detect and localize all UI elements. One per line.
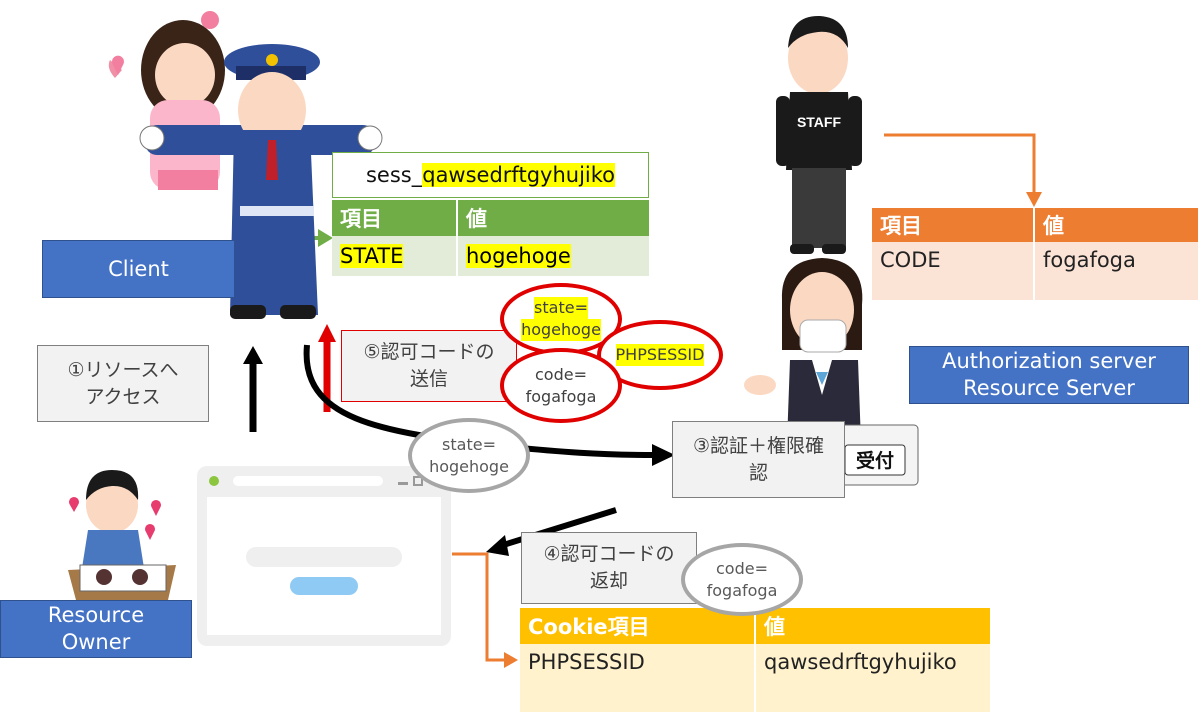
cookie-header-value: 値 <box>764 615 785 639</box>
auth-code-table: 項目 値 CODE fogafoga <box>872 208 1198 300</box>
staff-to-auth-table-arrow <box>884 133 1036 192</box>
resource-owner-illustration <box>68 470 176 600</box>
session-header-value: 値 <box>466 207 487 231</box>
client-label: Client <box>42 240 235 298</box>
auth-header-value: 値 <box>1043 214 1064 238</box>
session-row-key: STATE <box>340 244 404 268</box>
session-header-key: 項目 <box>332 200 458 236</box>
auth-row-value: fogafoga <box>1043 248 1136 272</box>
code-bubble-gray: code= fogafoga <box>681 543 803 616</box>
authorization-server-label-line2: Resource Server <box>963 376 1135 400</box>
step4-arrow <box>499 507 617 549</box>
session-title-box: sess_qawsedrftgyhujiko <box>332 152 649 198</box>
step5-box: ⑤認可コードの送信 <box>341 330 517 402</box>
session-table: 項目 値 STATE hogehoge <box>332 200 649 276</box>
authorization-server-label: Authorization server Resource Server <box>909 346 1189 404</box>
cookie-row-value: qawsedrftgyhujiko <box>764 650 957 674</box>
resource-owner-label: Resource Owner <box>0 600 192 658</box>
girl-illustration <box>108 11 225 190</box>
session-title-prefix: sess_ <box>365 163 423 187</box>
client-to-session-arrowhead <box>318 229 333 247</box>
receptionist-illustration: 受付 <box>744 258 919 486</box>
reception-sign-text: 受付 <box>856 449 894 472</box>
state-bubble-red: state= hogehoge <box>500 283 622 355</box>
step3-box: ③認証＋権限確認 <box>672 421 845 498</box>
cookie-table: Cookie項目 値 PHPSESSID qawsedrftgyhujiko <box>520 608 990 712</box>
step4-box: ④認可コードの返却 <box>521 532 697 604</box>
session-row-value: hogehoge <box>466 244 571 268</box>
police-officer-illustration <box>139 44 383 319</box>
code-bubble-red: code= fogafoga <box>500 348 622 423</box>
browser-to-cookie-arrow <box>452 552 505 662</box>
state-bubble-gray: state= hogehoge <box>408 418 530 493</box>
auth-header-key: 項目 <box>872 208 1035 242</box>
resource-owner-label-line2: Owner <box>61 630 131 654</box>
cookie-row-key: PHPSESSID <box>520 644 756 712</box>
session-title-id: qawsedrftgyhujiko <box>422 163 615 187</box>
staff-shirt-text: STAFF <box>797 114 842 130</box>
resource-owner-label-line1: Resource <box>47 603 145 627</box>
authorization-server-label-line1: Authorization server <box>942 349 1156 373</box>
staff-illustration: STAFF <box>776 15 862 254</box>
step1-box: ①リソースへアクセス <box>37 345 209 422</box>
cookie-header-key: Cookie項目 <box>520 608 756 644</box>
browser-window-illustration <box>197 466 451 646</box>
auth-row-key: CODE <box>872 242 1035 300</box>
